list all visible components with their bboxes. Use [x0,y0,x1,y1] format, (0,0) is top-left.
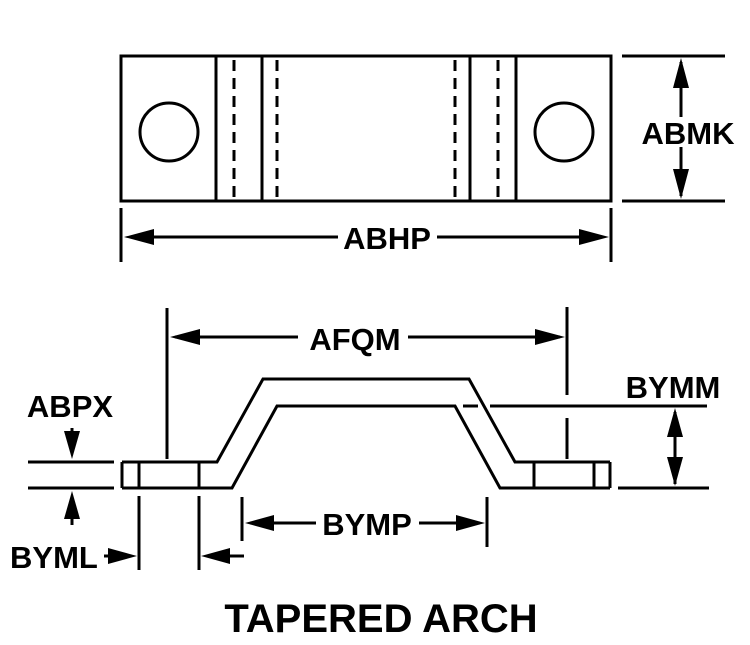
arrowhead-down [673,169,689,199]
arrowhead-right [456,515,485,531]
label-abhp: ABHP [343,221,431,256]
dimension-bymm: BYMM [463,370,721,490]
dimension-abmk: ABMK [622,54,736,203]
label-afqm: AFQM [309,322,400,357]
side-view: AFQM BYMM ABPX [10,307,720,575]
arrowhead-left [201,548,230,564]
arrowhead-left [245,515,274,531]
arrowhead-up [64,491,80,519]
mounting-hole-left [138,101,200,163]
arrowhead-up [673,58,689,88]
arrowhead-down [64,431,80,459]
label-bymp: BYMP [322,507,412,542]
dimension-afqm: AFQM [165,307,569,459]
arrowhead-up [667,408,683,437]
label-bymm: BYMM [626,370,721,405]
label-abmk: ABMK [642,116,736,151]
diagram-title: TAPERED ARCH [224,597,537,641]
arrowhead-down [667,457,683,486]
mounting-hole-right [533,101,595,163]
strap-outline [119,54,613,203]
top-view: ABHP ABMK [119,54,736,262]
label-byml: BYML [10,540,98,575]
dimension-bymp: BYMP [240,497,489,547]
arch-profile-inner [122,404,610,490]
arrowhead-left [170,329,200,345]
arrowhead-right [535,329,565,345]
arch-profile-outer [122,377,610,464]
label-abpx: ABPX [27,389,113,424]
arrowhead-right [579,229,609,245]
dimension-byml: BYML [10,496,244,575]
arrowhead-left [124,229,154,245]
dimension-abhp: ABHP [119,208,613,262]
dimension-abpx: ABPX [27,389,114,525]
arrowhead-right [108,548,137,564]
